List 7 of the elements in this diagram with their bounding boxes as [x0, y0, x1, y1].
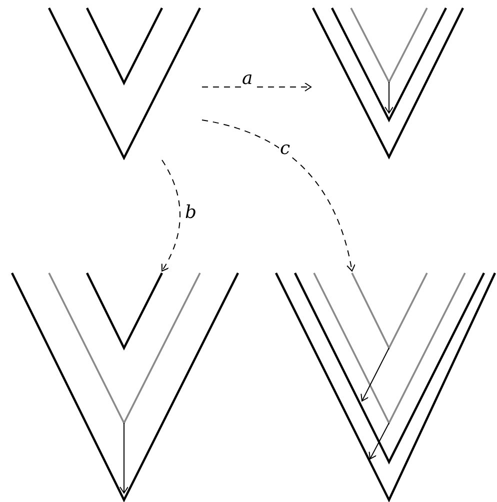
nested-v-drawing — [10, 271, 240, 502]
nested-v-drawing — [47, 6, 202, 160]
dashed-arrow — [161, 160, 180, 272]
dashed-arrow — [202, 120, 356, 272]
dashed-arrow — [202, 82, 312, 92]
nested-v-drawing — [274, 271, 496, 502]
nested-v-drawing — [311, 6, 465, 160]
